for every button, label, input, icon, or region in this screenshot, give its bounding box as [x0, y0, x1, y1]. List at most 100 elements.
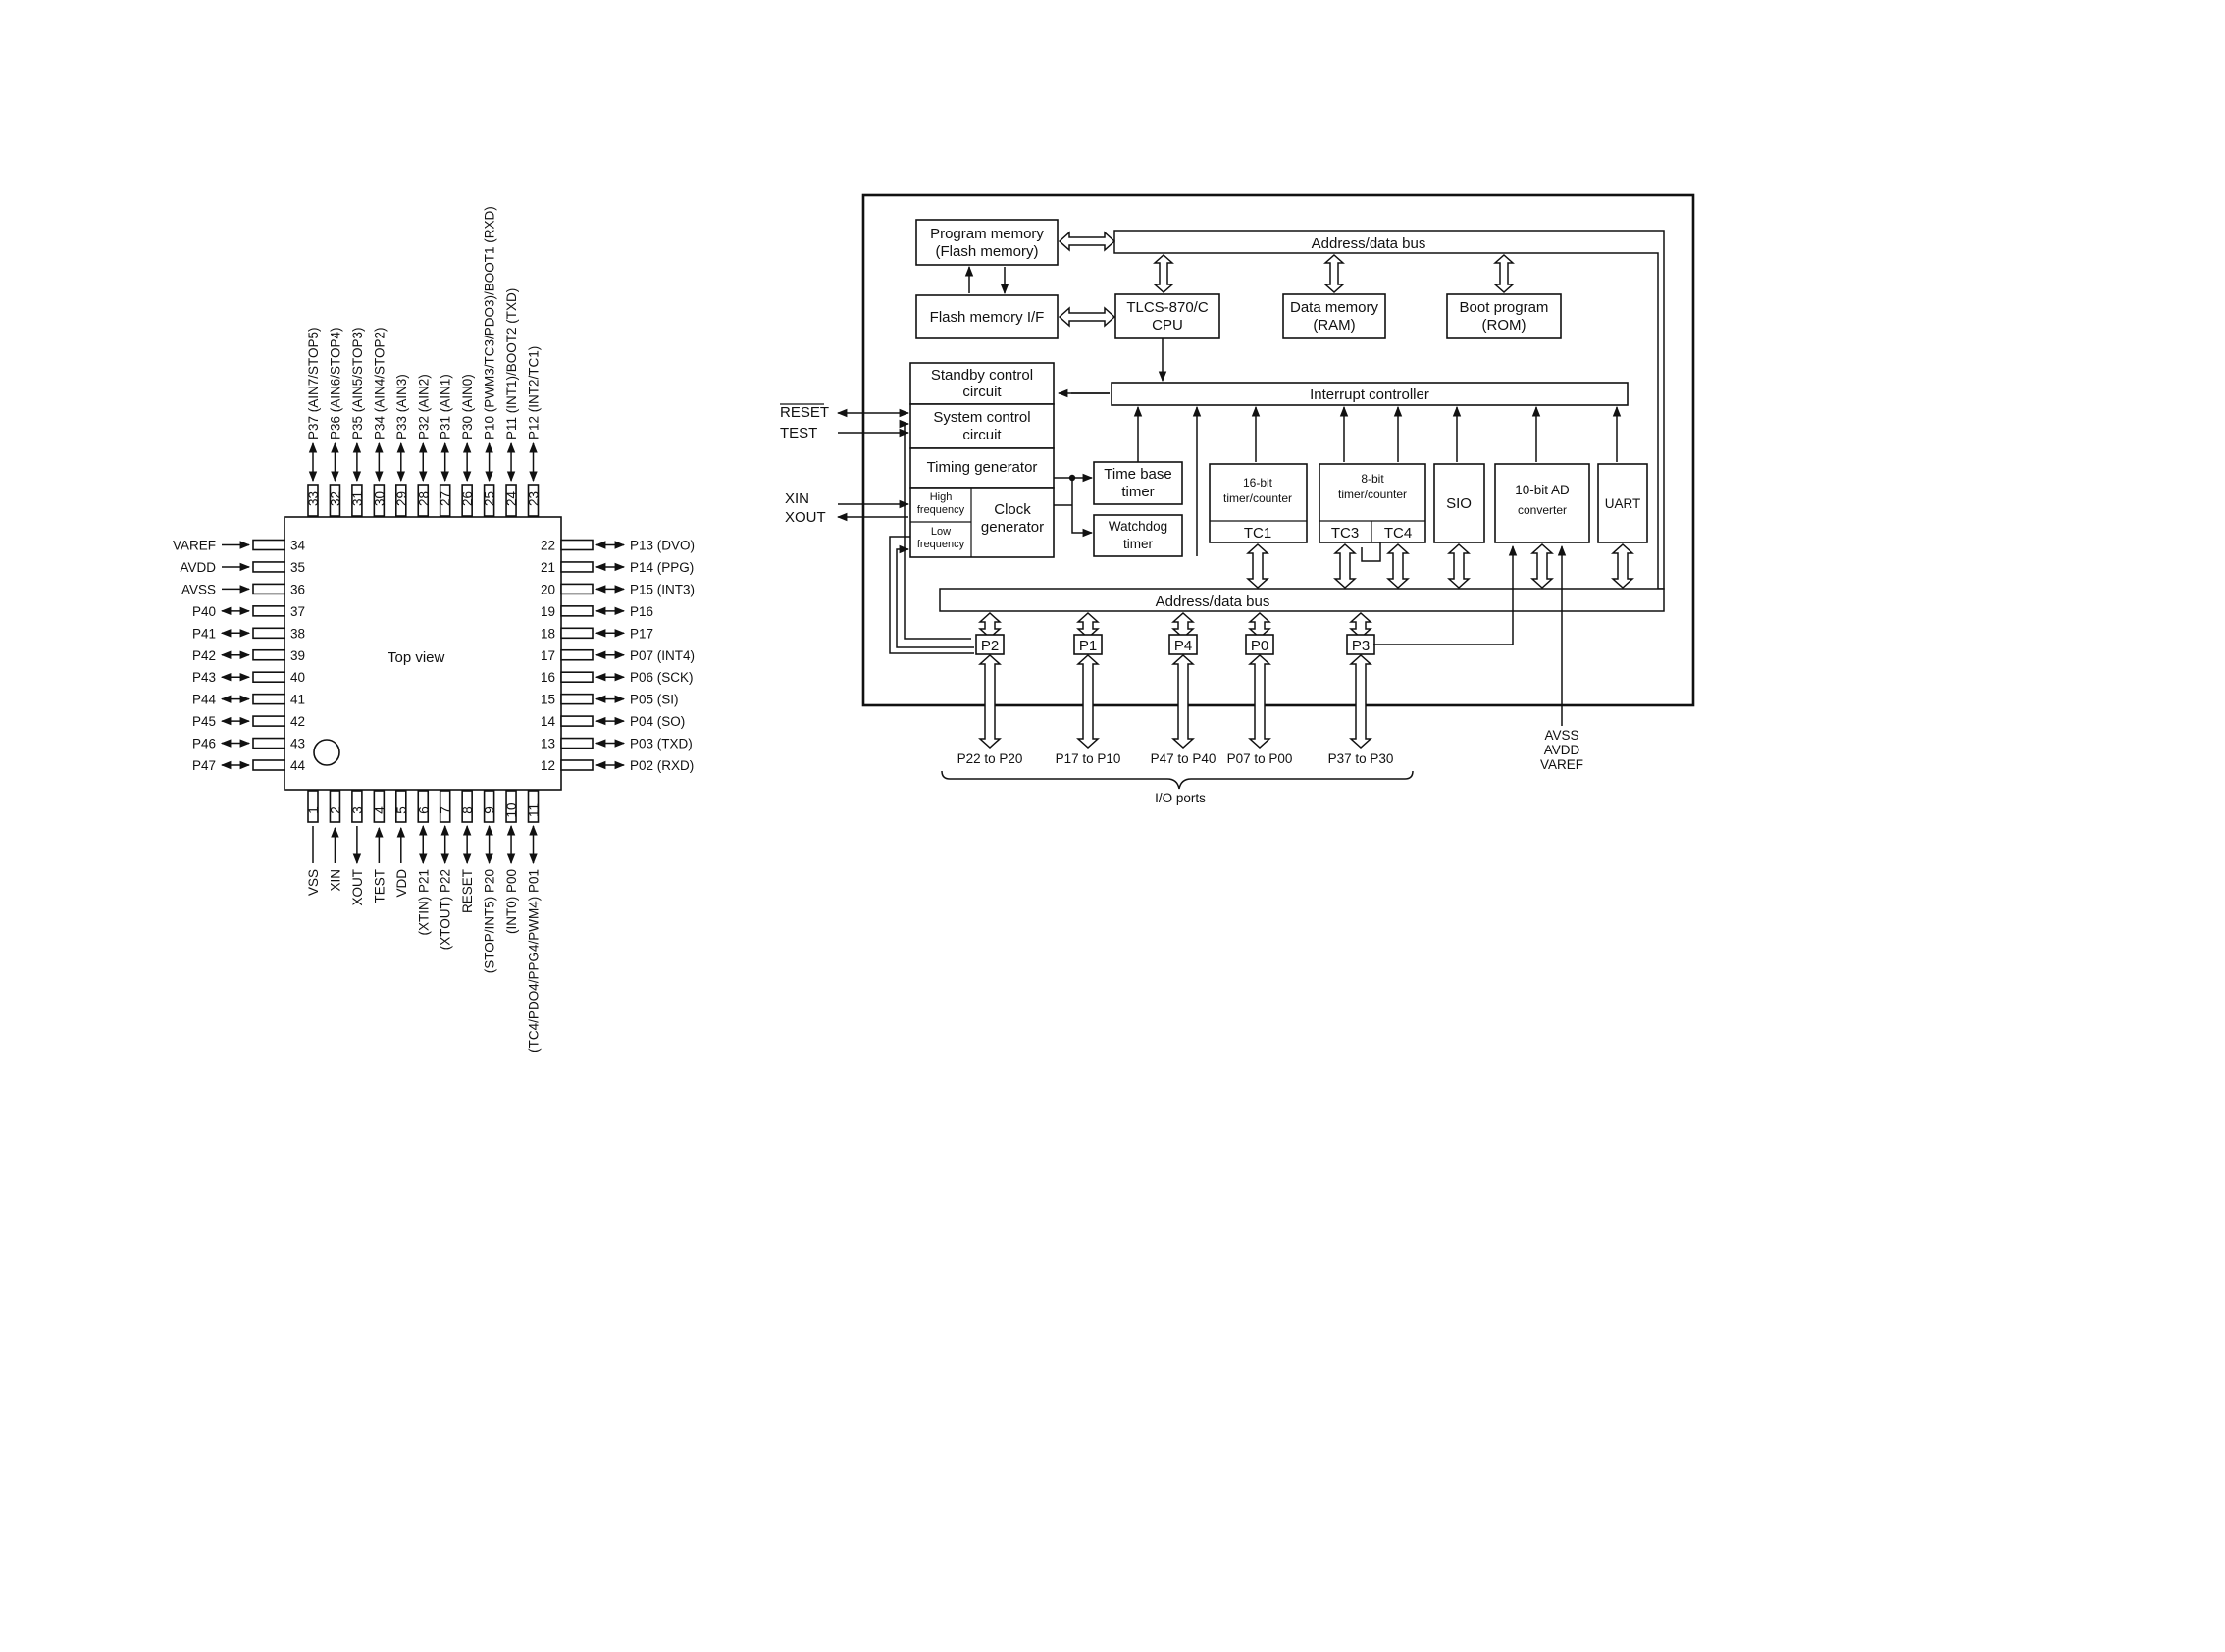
standby-label: Standby control: [931, 367, 1033, 384]
pin-number: 28: [416, 491, 431, 506]
port-label: P4: [1174, 638, 1192, 654]
pin-number: 22: [541, 539, 555, 553]
pin-lead: [505, 484, 517, 517]
pin-name: P42: [192, 648, 216, 663]
pin-number: 11: [527, 803, 542, 817]
pin-number: 3: [350, 806, 365, 814]
pin-lead: [417, 790, 430, 823]
io-ports-label: I/O ports: [1155, 791, 1206, 805]
tbt-sublabel: timer: [1121, 484, 1154, 500]
pin-lead: [560, 648, 594, 661]
clk-to-p2-line: [889, 536, 974, 654]
chip-outline: [861, 193, 1695, 707]
pin-number: 6: [416, 806, 431, 814]
pin-number: 15: [541, 693, 555, 707]
pin-lead: [252, 539, 285, 551]
port-io-arrow: [1076, 653, 1100, 749]
pin-number: 5: [394, 806, 409, 814]
pin-lead: [252, 759, 285, 771]
port-range-label: P07 to P00: [1227, 751, 1293, 766]
pin-name: P05 (SI): [630, 693, 679, 707]
pin-name: P36 (AIN6/STOP4): [328, 327, 342, 439]
timing-generator-block: [909, 447, 1055, 489]
pin-lead: [505, 790, 517, 823]
test-signal-label: TEST: [780, 425, 817, 441]
pin-lead: [252, 648, 285, 661]
timer8-label: 8-bit: [1361, 472, 1384, 486]
varef-label: VAREF: [1540, 757, 1583, 772]
ram-bus-arrow: [1323, 253, 1345, 294]
pin-name: P07 (INT4): [630, 648, 695, 663]
avdd-label: AVDD: [1544, 743, 1580, 757]
watchdog-timer-block: [1093, 514, 1183, 557]
pm-bus-arrow: [1058, 231, 1116, 252]
high-frequency-sublabel: frequency: [917, 504, 965, 516]
pin-number: 26: [460, 491, 475, 506]
port-range-label: P17 to P10: [1056, 751, 1121, 766]
pin-number: 39: [290, 648, 305, 663]
xout-signal-label: XOUT: [785, 509, 826, 526]
ram-label: Data memory: [1290, 299, 1379, 316]
pin-name: VAREF: [173, 539, 216, 553]
pin-name: P10 (PWM3/TC3/PDO3)/BOOT1 (RXD): [483, 206, 497, 439]
pin-lead: [252, 737, 285, 749]
pin-name: RESET: [460, 869, 475, 913]
block-diagram: Program memory (Flash memory) Flash memo…: [780, 193, 1695, 805]
pin-lead: [417, 484, 430, 517]
pin-number: 34: [290, 539, 306, 553]
top-bus-label: Address/data bus: [1312, 235, 1426, 252]
pin-name: P30 (AIN0): [460, 374, 475, 439]
pin-number: 38: [290, 626, 305, 641]
port-io-arrow: [1349, 653, 1372, 749]
tc3-label: TC3: [1331, 525, 1359, 542]
pin-name: (XTIN) P21: [416, 869, 431, 936]
sio-label: SIO: [1446, 495, 1472, 512]
pin-name: P06 (SCK): [630, 670, 694, 685]
pin-name: VSS: [306, 869, 321, 896]
pin-lead: [527, 484, 540, 517]
pin-lead: [439, 790, 451, 823]
pin-lead: [252, 561, 285, 573]
port-label: P0: [1251, 638, 1268, 654]
clock-generator-label: Clock: [994, 501, 1031, 518]
pin-name: (STOP/INT5) P20: [483, 869, 497, 973]
pin-number: 40: [290, 670, 305, 685]
pin-name: P45: [192, 714, 216, 729]
pin-name: (INT0) P00: [504, 869, 519, 934]
flash-if-block: [915, 294, 1059, 339]
pin-lead: [483, 484, 495, 517]
uart-block: [1597, 463, 1648, 543]
pin-name: P35 (AIN5/STOP3): [350, 327, 365, 439]
pin-name: P02 (RXD): [630, 758, 694, 773]
pin-lead: [394, 484, 407, 517]
system-control-block: [909, 403, 1055, 449]
pin-name: P33 (AIN3): [394, 374, 409, 439]
tg-to-wdt-arrow: [1071, 478, 1094, 538]
pin-name: P17: [630, 626, 653, 641]
peripheral-bus-arrows: [1246, 542, 1634, 590]
sio-bus-arrow: [1447, 542, 1471, 590]
timer8-block: [1319, 463, 1426, 543]
port-io-arrow: [978, 653, 1002, 749]
cpu-label: TLCS-870/C: [1126, 299, 1209, 316]
wdt-sublabel: timer: [1123, 537, 1154, 551]
pin-number: 44: [290, 758, 306, 773]
pin-name: P47: [192, 758, 216, 773]
pin-number: 16: [541, 670, 555, 685]
pin-number: 42: [290, 714, 305, 729]
tc1-bus-arrow: [1246, 542, 1269, 590]
bottom-bus-label: Address/data bus: [1156, 594, 1270, 610]
port-label: P2: [981, 638, 999, 654]
pin-name: P44: [192, 693, 217, 707]
p2-to-clk-line: [896, 544, 974, 648]
wdt-label: Watchdog: [1109, 519, 1167, 534]
port-range-label: P37 to P30: [1328, 751, 1394, 766]
interrupt-controller-block: [1111, 382, 1629, 406]
system-control-sublabel: circuit: [962, 427, 1002, 443]
adc-bus-arrow: [1530, 542, 1554, 590]
pin-number: 1: [306, 806, 321, 814]
pin-number: 31: [350, 491, 365, 506]
